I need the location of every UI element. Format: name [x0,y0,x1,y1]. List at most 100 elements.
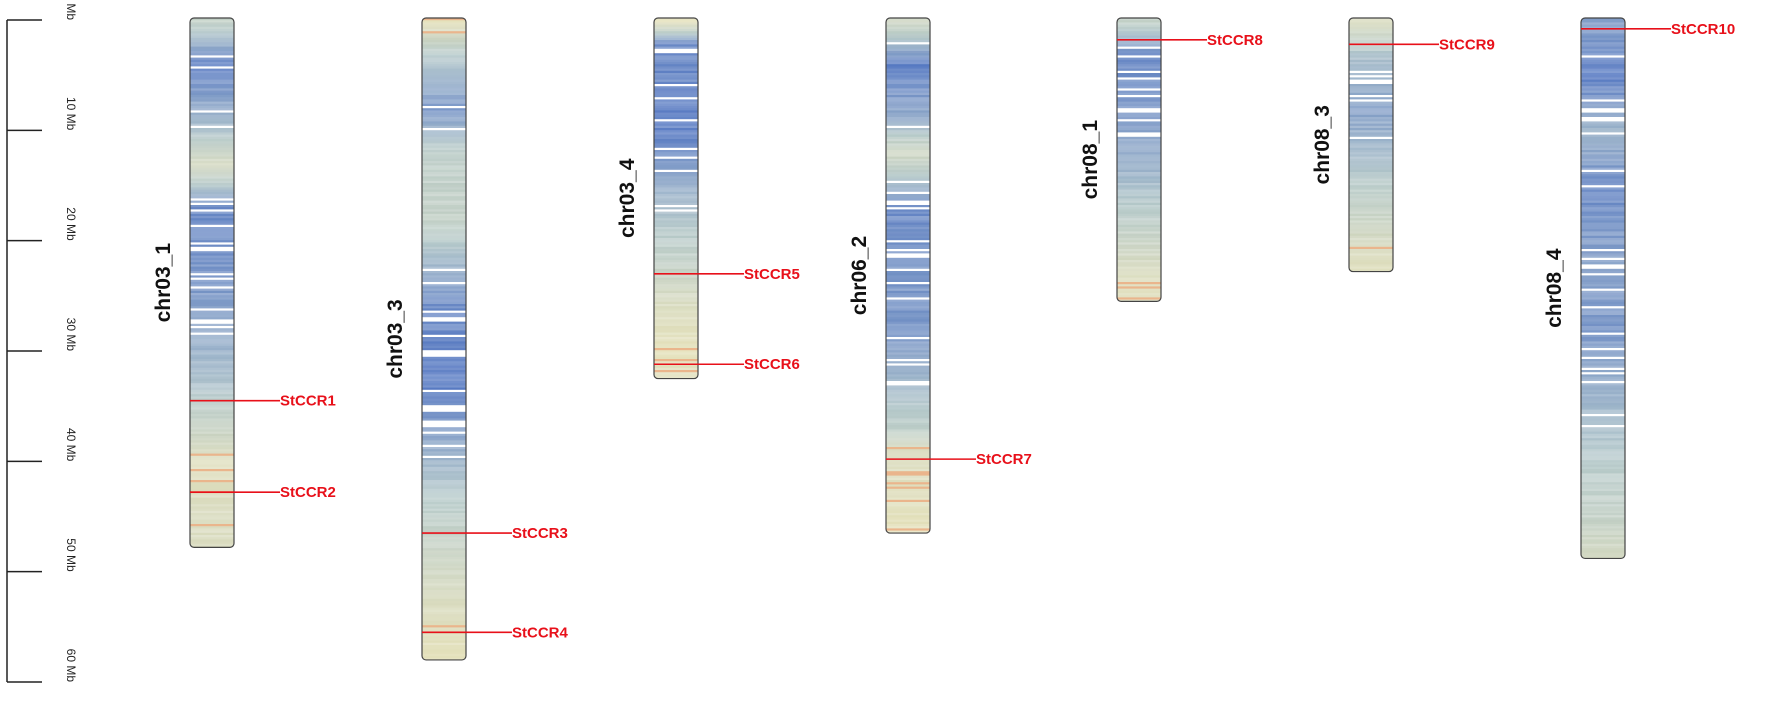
density-band [1349,185,1393,188]
density-band [190,55,234,58]
density-band [422,68,466,72]
density-band [1581,301,1625,305]
density-band [886,121,930,124]
density-band [886,84,930,87]
density-band [654,341,698,344]
density-band [1581,189,1625,193]
density-band [886,486,930,490]
density-band [1581,330,1625,333]
density-band [422,103,466,107]
density-band [886,418,930,421]
density-band [886,62,930,65]
density-band [422,539,466,542]
density-bands [1117,18,1161,302]
density-band [1581,363,1625,366]
density-band [654,73,698,76]
density-band [1581,176,1625,179]
density-band [886,101,930,105]
density-band [190,414,234,417]
density-band [886,145,930,149]
density-band [422,73,466,76]
density-band [422,634,466,637]
density-band [190,376,234,380]
density-band [886,497,930,501]
density-band [422,414,466,417]
density-band [1349,262,1393,265]
density-band [1349,251,1393,254]
density-band [422,323,466,327]
density-band [422,601,466,604]
density-band [654,130,698,133]
density-band [422,147,466,151]
density-band [1581,326,1625,329]
density-band [886,174,930,177]
density-band [1349,238,1393,241]
density-band [886,209,930,212]
density-band [190,271,234,274]
density-band [654,156,698,160]
density-band [886,86,930,89]
density-band [1581,332,1625,336]
density-band [422,99,466,102]
density-band [886,447,930,450]
density-band [190,70,234,74]
density-band [1117,295,1161,298]
density-band [654,295,698,298]
density-band [1349,158,1393,162]
density-band [190,319,234,322]
density-band [886,40,930,43]
density-band [190,308,234,311]
density-band [1349,59,1393,63]
density-band [422,460,466,463]
density-band [1117,253,1161,256]
density-band [422,574,466,578]
density-band [1581,187,1625,190]
density-band [1117,235,1161,239]
density-band [422,598,466,602]
density-band [1349,86,1393,89]
axis-tick-label: 50 Mb [64,538,78,572]
density-band [1117,200,1161,204]
density-band [1581,31,1625,34]
density-band [1581,59,1625,63]
density-band [654,268,698,272]
density-band [1581,400,1625,404]
density-band [886,110,930,113]
density-band [1117,240,1161,243]
density-band [422,187,466,190]
density-band [654,92,698,96]
density-band [1117,40,1161,43]
density-band [190,99,234,102]
chromosome-label: chr08_1 [1079,120,1102,200]
density-band [1581,249,1625,252]
density-band [1581,286,1625,289]
density-band [422,453,466,457]
density-band [1581,367,1625,371]
density-band [1581,482,1625,485]
density-band [654,251,698,254]
density-band [1117,172,1161,175]
density-band [654,44,698,47]
density-band [190,345,234,349]
density-band [1117,244,1161,248]
density-band [886,484,930,487]
density-band [654,205,698,208]
density-band [422,394,466,397]
density-band [654,196,698,199]
density-band [422,66,466,69]
density-band [1349,121,1393,124]
density-band [886,103,930,107]
density-band [886,161,930,164]
density-band [190,541,234,545]
density-band [422,196,466,199]
density-band [1581,499,1625,503]
density-band [1581,79,1625,83]
density-band [1581,70,1625,74]
density-band [190,458,234,461]
density-band [190,396,234,399]
density-band [1117,53,1161,56]
density-band [886,99,930,102]
density-band [1581,218,1625,221]
density-band [422,572,466,575]
